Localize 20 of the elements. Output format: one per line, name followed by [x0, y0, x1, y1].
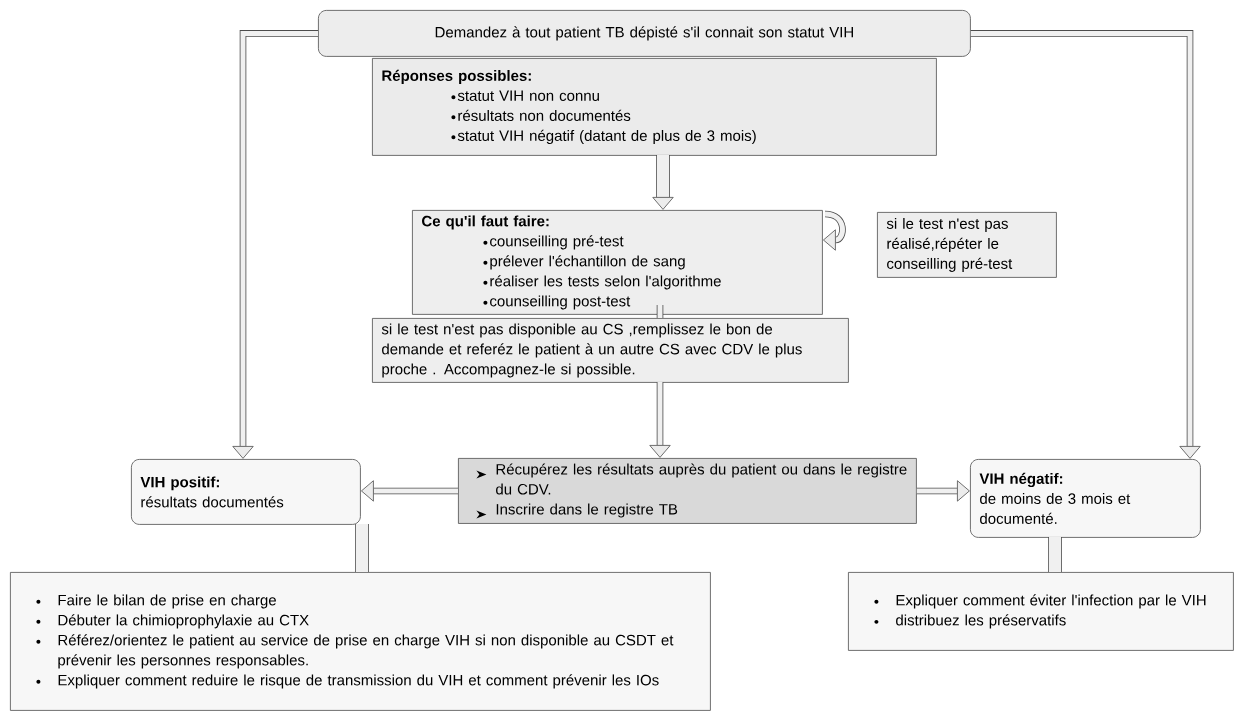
connector-bar [1048, 537, 1062, 572]
result-box: VIH positif: résultats documentés [131, 459, 361, 525]
process-box: Demandez à tout patient TB dépisté s'il connait son statut VIH [318, 10, 971, 57]
block-arrow [916, 480, 970, 502]
block-arrow [649, 382, 671, 458]
process-box: Ce qu'il faut faire: counseilling pré-test prélever l'échantillon de sang réaliser les tests selon l'algorithme counseilling post-test [412, 210, 823, 315]
curved-arrow [823, 210, 846, 251]
block-arrow [970, 30, 1201, 459]
action-box: Faire le bilan de prise en charge Débuter la chimioprophylaxie au CTX Référez/orientez le patient au service de prise en charge VIH si non disponible au CSDT et prévenir les personnes responsables. Expliquer comment reduire le risque de transmission du VIH et comment prévenir les IOs [10, 572, 711, 711]
process-box: Récupérez les résultats auprès du patient ou dans le registre du CDV. Inscrire dans le registre TB [458, 458, 917, 524]
note-box: si le test n'est pas réalisé,répéter le conseilling pré-test [877, 212, 1057, 278]
connector-bar [355, 524, 369, 572]
note-box: si le test n'est pas disponible au CS ,remplissez le bon de demande et referéz le patient à un autre CS avec CDV le plus proche . Accompagnez-le si possible. [372, 318, 849, 383]
connector-bar [656, 305, 664, 318]
action-box: Expliquer comment éviter l'infection par le VIH distribuez les préservatifs [848, 572, 1234, 651]
process-box: Réponses possibles: statut VIH non connu résultats non documentés statut VIH négatif (datant de plus de 3 mois) [372, 58, 937, 156]
result-box: VIH négatif: de moins de 3 mois et documenté. [970, 459, 1201, 538]
block-arrow [232, 30, 318, 459]
block-arrow [361, 480, 458, 502]
block-arrow [652, 155, 674, 210]
